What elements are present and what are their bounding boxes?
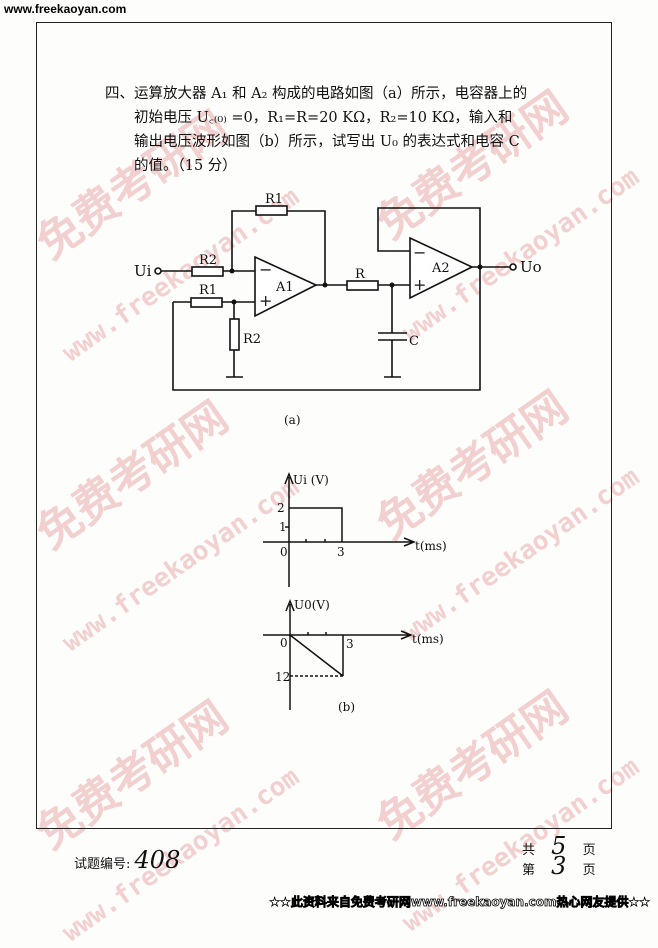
question-line: 输出电压波形如图（b）所示，试写出 U₀ 的表达式和电容 C — [134, 134, 520, 150]
a2-plus-sign: + — [413, 275, 426, 294]
input-origin: 0 — [280, 545, 288, 559]
a2-minus-sign: − — [413, 243, 426, 262]
input-terminal — [154, 267, 162, 275]
output-origin: 0 — [280, 636, 288, 650]
exam-code-value: 408 — [134, 846, 181, 874]
label-uo: Uo — [520, 258, 542, 276]
current-value: 3 — [551, 852, 567, 880]
label-c: C — [409, 334, 419, 349]
exam-code: 试题编号: 408 — [74, 846, 180, 874]
page-total: 共 5 页 — [522, 832, 596, 860]
label-r2-input: R2 — [199, 253, 217, 268]
label-ui: Ui — [134, 262, 152, 280]
output-xlabel: t(ms) — [412, 632, 444, 646]
output-waveform: U0(V) t(ms) 0 3 12 (b) — [263, 598, 444, 714]
label-r2-ground: R2 — [243, 332, 261, 347]
resistor-r2-input — [191, 266, 224, 277]
ticks — [307, 632, 327, 635]
opamp-a2 — [409, 236, 474, 300]
resistor-r1-feedback — [255, 205, 288, 216]
label-a2: A2 — [431, 261, 450, 276]
question-line: 的值。（15 分） — [134, 158, 237, 174]
question-line: 初始电压 U꜀₍₀₎ =0，R₁=R=20 KΩ，R₂=10 KΩ，输入和 — [134, 110, 513, 126]
input-ytick-2: 2 — [277, 501, 285, 515]
label-a1: A1 — [275, 280, 294, 295]
input-ytick-1: 1 — [279, 520, 287, 534]
resistor-r1-lower — [190, 297, 223, 308]
total-label: 共 — [522, 843, 536, 858]
opamp-a1 — [254, 255, 318, 318]
axes — [263, 471, 417, 587]
output-ramp — [289, 634, 344, 677]
input-pulse — [289, 507, 343, 542]
axes — [263, 598, 414, 710]
exam-code-label: 试题编号: — [74, 857, 131, 872]
figure: R1 R2 R1 R2 A1 R A2 C Ui Uo − + − + (a) … — [134, 192, 542, 714]
input-xlabel: t(ms) — [415, 539, 447, 553]
resistor-r2-ground — [229, 318, 240, 351]
input-ylabel: Ui (V) — [293, 473, 329, 487]
output-ytick-12: 12 — [275, 670, 290, 684]
wire — [173, 301, 255, 378]
output-terminal — [509, 263, 517, 271]
total-value: 5 — [551, 832, 567, 860]
wire — [172, 267, 481, 391]
input-waveform: Ui (V) t(ms) 2 1 0 3 — [263, 471, 447, 587]
site-header: www.freekaoyan.com — [4, 2, 127, 16]
circuit-diagram: R1 R2 R1 R2 A1 R A2 C Ui Uo − + − + (a) — [134, 192, 542, 427]
wire — [231, 210, 326, 285]
page-frame — [36, 22, 612, 829]
page-current: 第 3 页 — [522, 852, 596, 880]
label-r1-top: R1 — [265, 192, 283, 207]
question-line: 四、运算放大器 A₁ 和 A₂ 构成的电路如图（a）所示，电容器上的 — [105, 86, 528, 102]
current-label: 第 — [522, 863, 536, 878]
label-r: R — [355, 267, 366, 282]
caption-b: (b) — [338, 700, 355, 714]
input-xtick-3: 3 — [337, 545, 345, 559]
page-unit: 页 — [582, 843, 596, 858]
resistor-r — [346, 280, 379, 291]
output-ylabel: U0(V) — [294, 598, 330, 612]
page-unit: 页 — [582, 863, 596, 878]
source-banner: ★★此资料来自免费考研网www.freekaoyan.com热心网友提供★★ — [269, 895, 651, 910]
question-text: 四、运算放大器 A₁ 和 A₂ 构成的电路如图（a）所示，电容器上的 初始电压 … — [105, 82, 585, 178]
caption-a: (a) — [284, 413, 301, 427]
label-r1-lower: R1 — [199, 283, 217, 298]
a1-plus-sign: + — [259, 291, 272, 310]
wire — [316, 284, 410, 378]
ticks — [285, 526, 326, 542]
output-xtick-3: 3 — [346, 637, 354, 651]
a1-minus-sign: − — [259, 260, 272, 279]
